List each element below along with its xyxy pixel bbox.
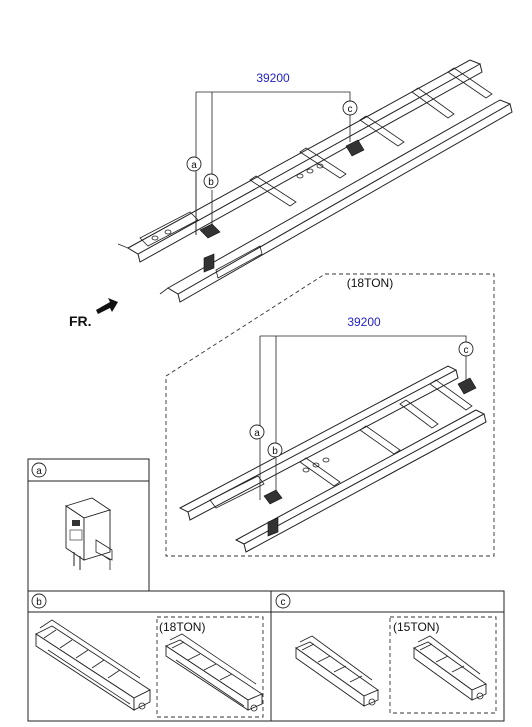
panel-c-key: c [275,593,291,609]
fuse-block-icon [35,619,151,711]
detail-panel-c: c (15TON) [270,590,505,722]
inset-18ton: (18TON) 39200 [165,273,495,557]
svg-text:c: c [281,597,286,608]
svg-text:b: b [36,597,42,608]
part-number-inset[interactable]: 39200 [347,315,381,329]
callout-a-label: a [191,160,197,171]
fuse-block-18ton-icon [165,633,263,712]
panel-b-key: b [31,593,47,609]
chassis-frame-top [117,59,513,303]
callout-b-top[interactable]: b [203,173,219,189]
front-label: FR. [69,313,92,329]
detail-panel-a: a [27,458,150,592]
callout-c-label: c [348,104,353,115]
front-direction-indicator: FR. [69,298,118,329]
leader-lines-top [195,91,351,235]
panel-c-variant-label: (15TON) [393,620,439,634]
control-module-icon [64,497,113,570]
callout-b-label: b [272,446,278,457]
callout-c-inset[interactable]: c [458,341,474,357]
detail-panel-b: b (18TON) [27,590,272,722]
panel-b-variant-label: (18TON) [159,620,205,634]
callout-c-top[interactable]: c [342,100,358,116]
svg-text:a: a [36,466,42,477]
panel-a-key: a [31,462,47,478]
callout-a-inset[interactable]: a [249,424,265,440]
callout-c-label: c [464,345,469,356]
fuse-block-c-icon [295,635,379,707]
callout-b-label: b [208,177,214,188]
inset-title: (18TON) [347,276,393,290]
callout-b-inset[interactable]: b [267,442,283,458]
callout-a-top[interactable]: a [186,156,202,172]
front-arrow-icon [96,298,118,314]
fuse-block-15ton-icon [413,635,487,701]
part-number-top[interactable]: 39200 [256,71,290,85]
callout-a-label: a [254,428,260,439]
